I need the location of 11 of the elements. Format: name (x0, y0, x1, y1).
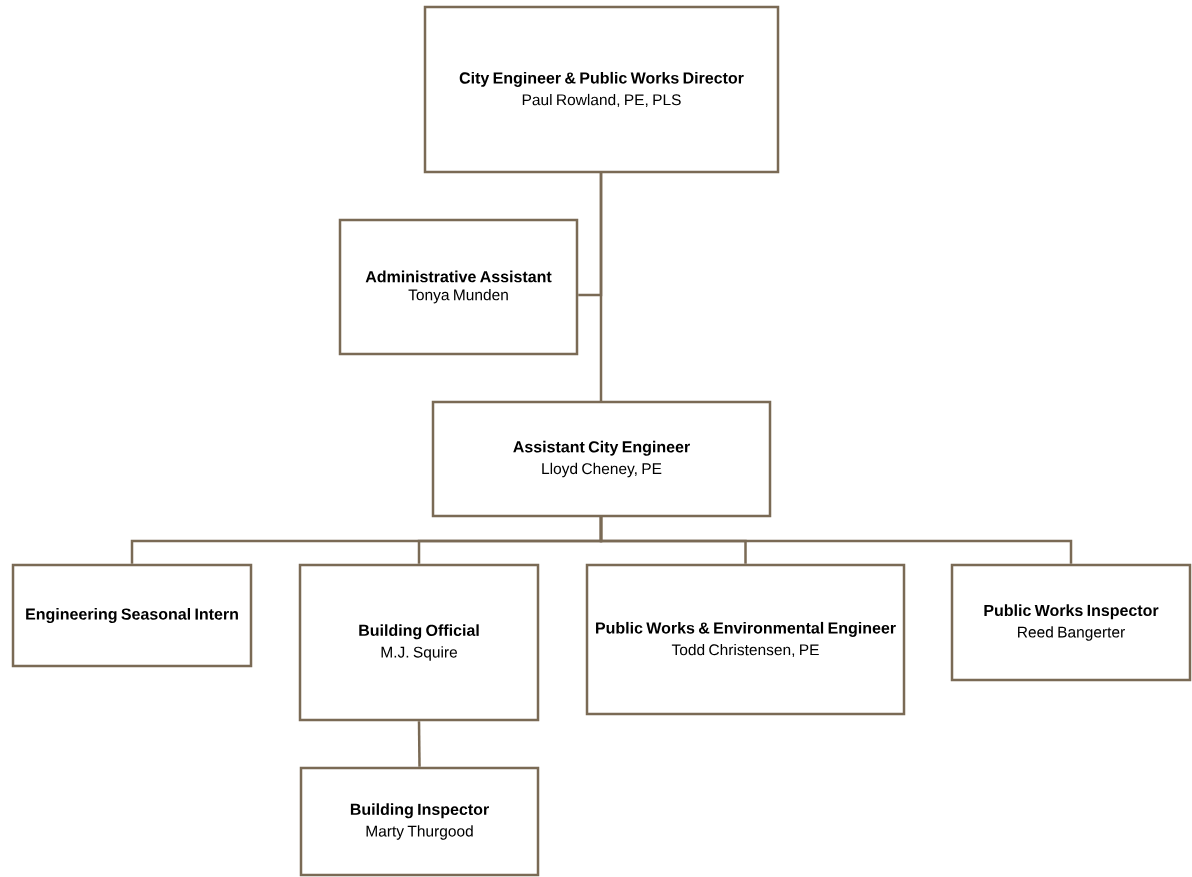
connector-line (599, 516, 1073, 564)
position-box: City Engineer & Public Works Director Paul Rowland, PE, PLS (423, 5, 780, 174)
position-box: Assistant City Engineer Lloyd Cheney, PE (431, 400, 772, 518)
connector-line (599, 172, 603, 402)
connector-line (417, 721, 421, 767)
position-box: Public Works Inspector Reed Bangerter (950, 563, 1192, 682)
position-box: Public Works & Environmental Engineer Todd Christensen, PE (585, 563, 906, 716)
position-box: Engineering Seasonal Intern (11, 563, 253, 668)
position-box: Building Official M.J. Squire (298, 563, 540, 722)
position-box: Building Inspector Marty Thurgood (299, 766, 540, 877)
position-box: Administrative Assistant Tonya Munden (338, 218, 579, 356)
